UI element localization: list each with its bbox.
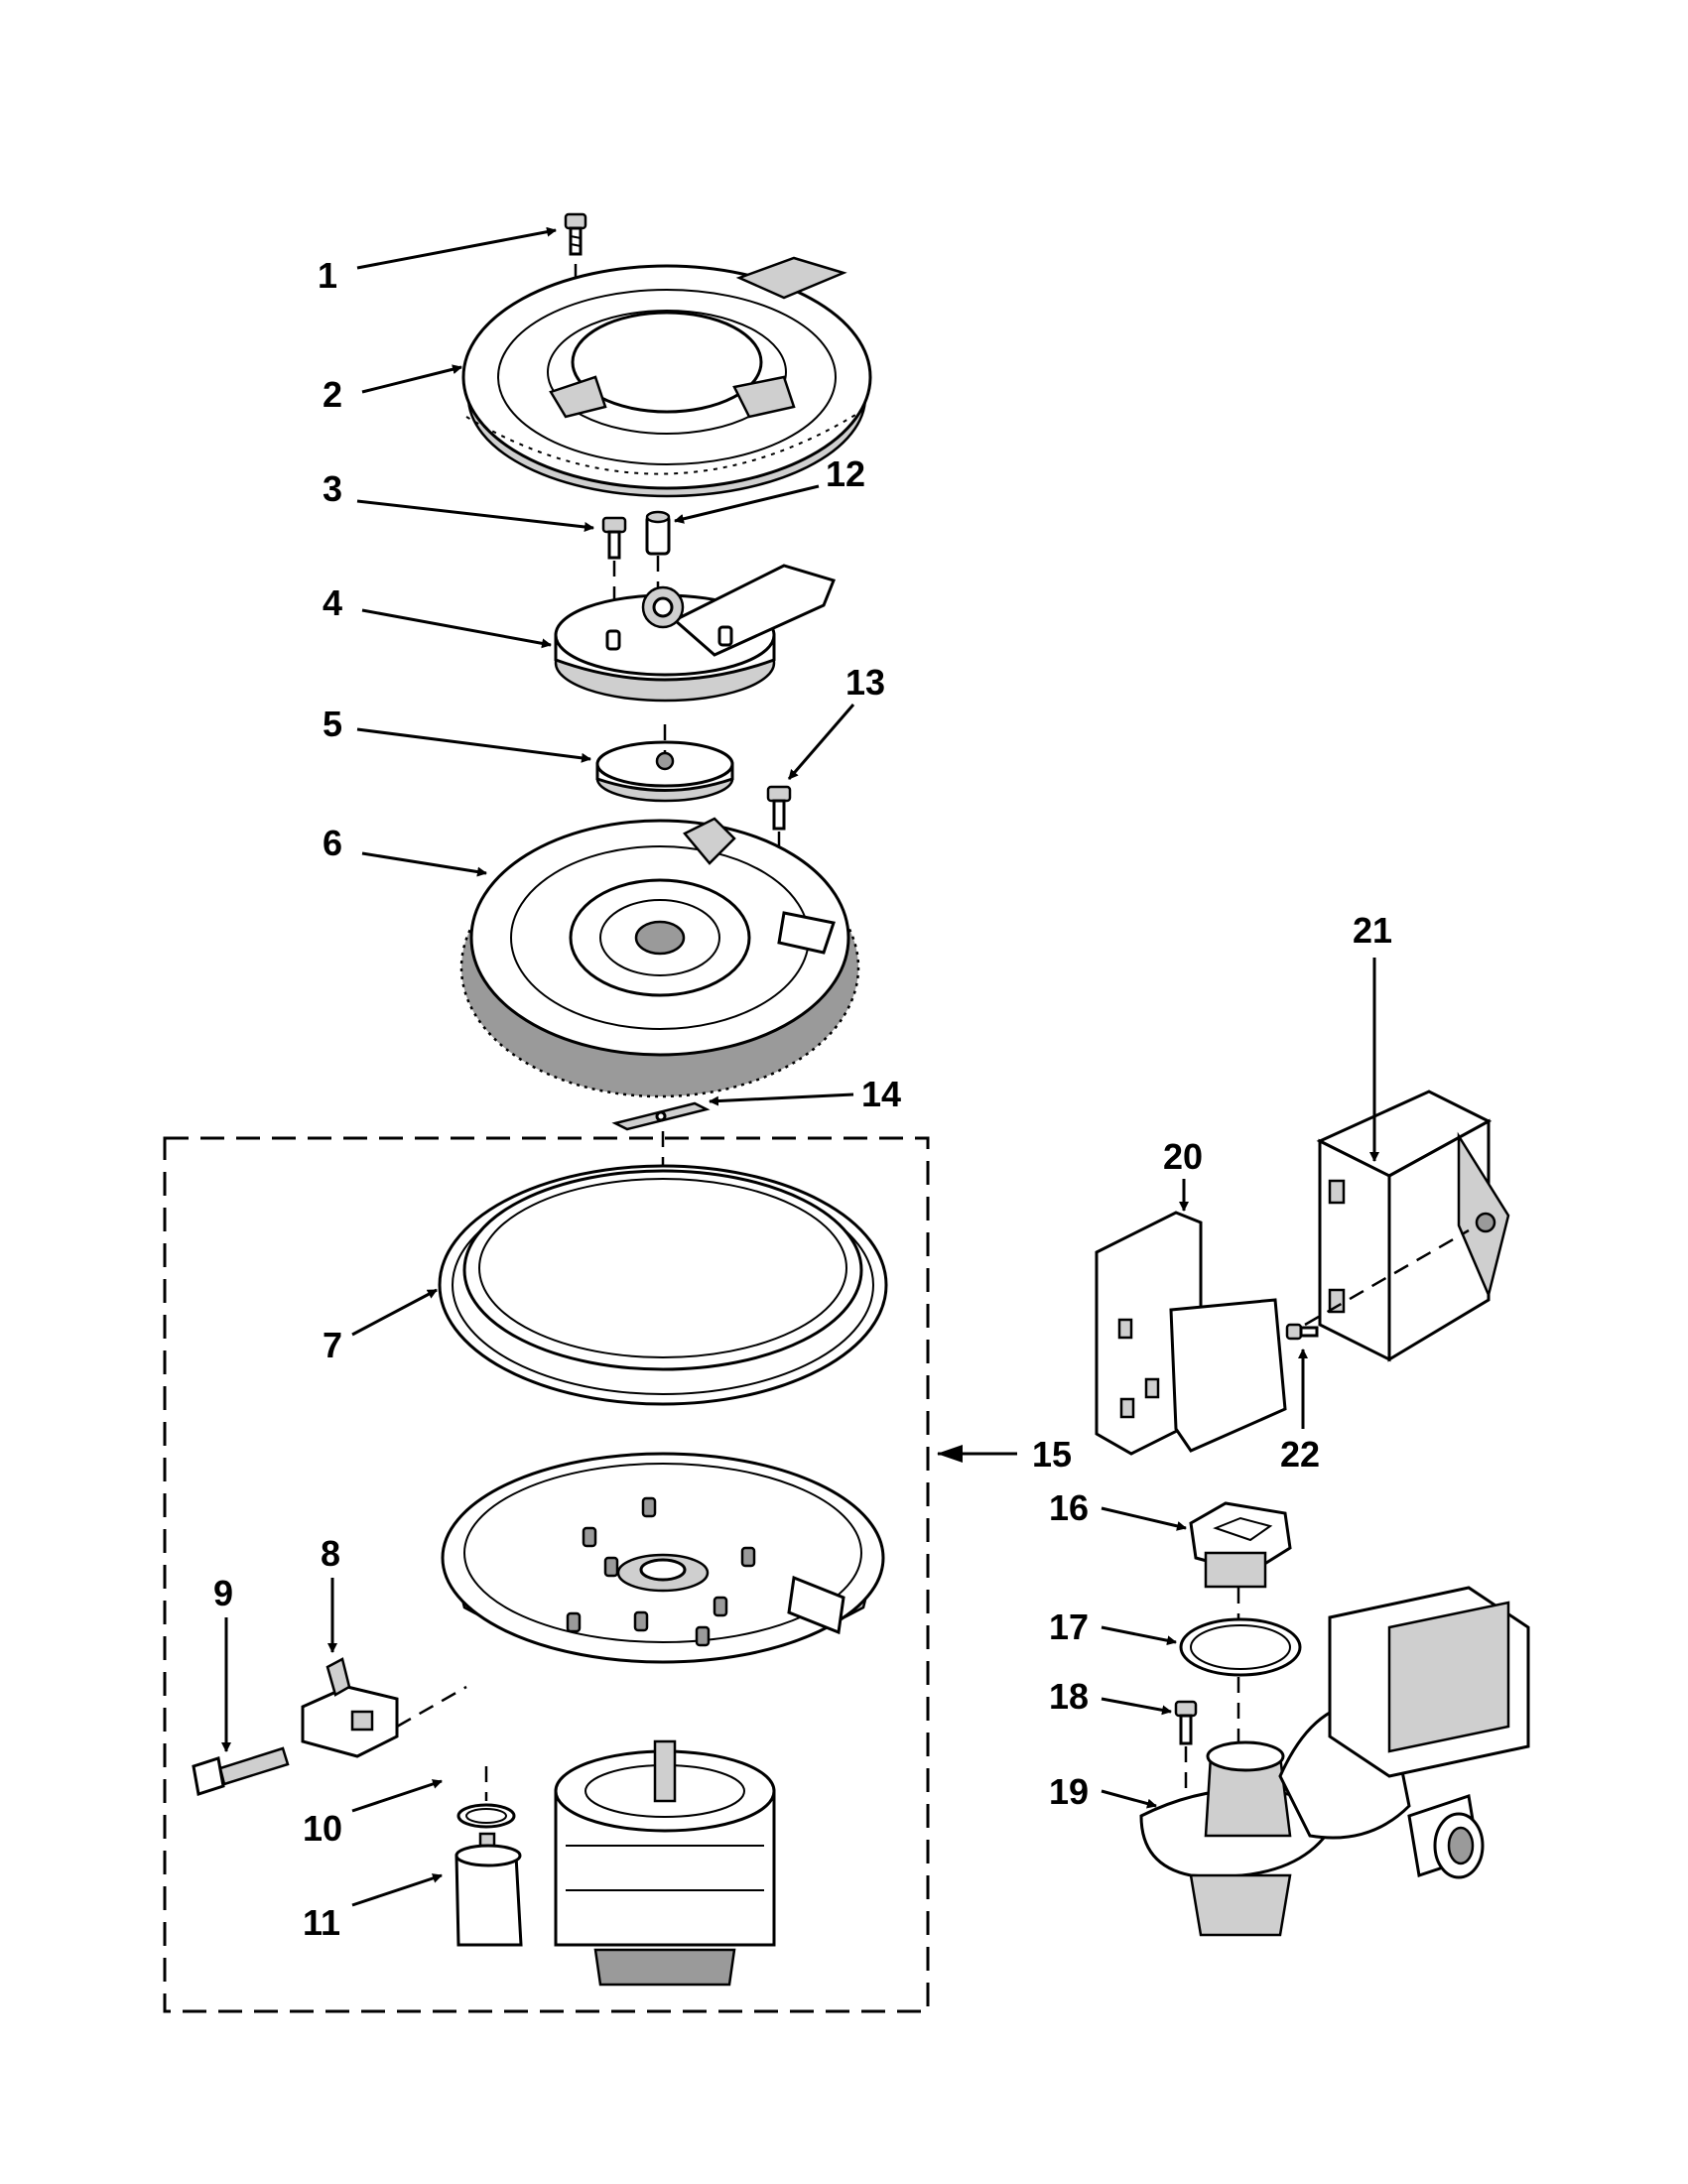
callout-13: 13 (845, 662, 885, 703)
callout-labels: 1 2 3 12 4 5 13 6 14 7 8 9 10 11 15 20 2… (213, 255, 1392, 1943)
callout-21: 21 (1353, 910, 1392, 951)
part-8-sensor-bracket (301, 1657, 399, 1758)
callout-8: 8 (321, 1533, 340, 1574)
callout-10: 10 (303, 1808, 342, 1849)
part-21-axis (1304, 1228, 1470, 1327)
leader-11 (351, 1873, 443, 1907)
part-20-bracket (1095, 1211, 1287, 1456)
callout-7: 7 (323, 1325, 342, 1365)
leader-13 (787, 704, 855, 780)
callout-20: 20 (1163, 1136, 1203, 1177)
leader-16 (1101, 1506, 1187, 1531)
part-14-blade (611, 1101, 711, 1131)
part-19-drain-pump (1139, 1586, 1530, 1937)
leader-7 (351, 1288, 438, 1337)
leader-2 (361, 364, 462, 394)
connector-axis-8 (396, 1685, 467, 1729)
callout-16: 16 (1049, 1487, 1089, 1528)
assembly-boundary-box (163, 1136, 930, 2013)
part-4-housing (554, 564, 837, 703)
part-9-sensor (192, 1746, 290, 1796)
callout-1: 1 (318, 255, 337, 296)
part-3-screw (601, 516, 627, 560)
callout-4: 4 (323, 582, 342, 623)
part-13-screw (766, 785, 792, 831)
part-17-o-ring (1179, 1617, 1302, 1677)
callout-9: 9 (213, 1573, 233, 1613)
part-22-screw (1285, 1323, 1319, 1341)
leader-5 (356, 727, 591, 763)
callout-6: 6 (323, 823, 342, 863)
callout-15: 15 (1032, 1434, 1072, 1475)
leader-10 (351, 1779, 443, 1813)
part-6-pump-housing (459, 817, 860, 1098)
callout-12: 12 (826, 453, 865, 494)
part-11-fitting (454, 1832, 523, 1947)
part-16-adapter (1189, 1501, 1292, 1589)
part-1-screw (564, 212, 587, 256)
callout-3: 3 (323, 468, 342, 509)
leader-19 (1101, 1789, 1157, 1809)
leader-6 (361, 851, 487, 877)
part-5-impeller (595, 740, 734, 803)
sump-base (441, 1452, 885, 1664)
leader-14 (709, 1092, 854, 1106)
pump-motor (554, 1739, 776, 1987)
callout-14: 14 (861, 1074, 901, 1114)
callout-18: 18 (1049, 1676, 1089, 1717)
callout-22: 22 (1280, 1434, 1320, 1475)
leader-3 (356, 499, 594, 532)
leader-4 (361, 608, 552, 649)
part-7-seal-ring (438, 1164, 888, 1406)
callout-5: 5 (323, 704, 342, 744)
leader-1 (356, 226, 557, 270)
part-18-screw (1174, 1700, 1198, 1745)
leader-17 (1101, 1625, 1177, 1646)
callout-19: 19 (1049, 1771, 1089, 1812)
part-12-bushing (645, 510, 671, 556)
callout-17: 17 (1049, 1606, 1089, 1647)
callout-2: 2 (323, 374, 342, 415)
leader-12 (674, 484, 820, 524)
part-2-filter-cover (461, 256, 872, 498)
part-10-o-ring (456, 1803, 516, 1829)
leader-lines (221, 226, 1379, 1907)
part-21-control-box (1316, 1090, 1510, 1362)
callout-11: 11 (303, 1902, 340, 1943)
leader-18 (1101, 1697, 1172, 1716)
